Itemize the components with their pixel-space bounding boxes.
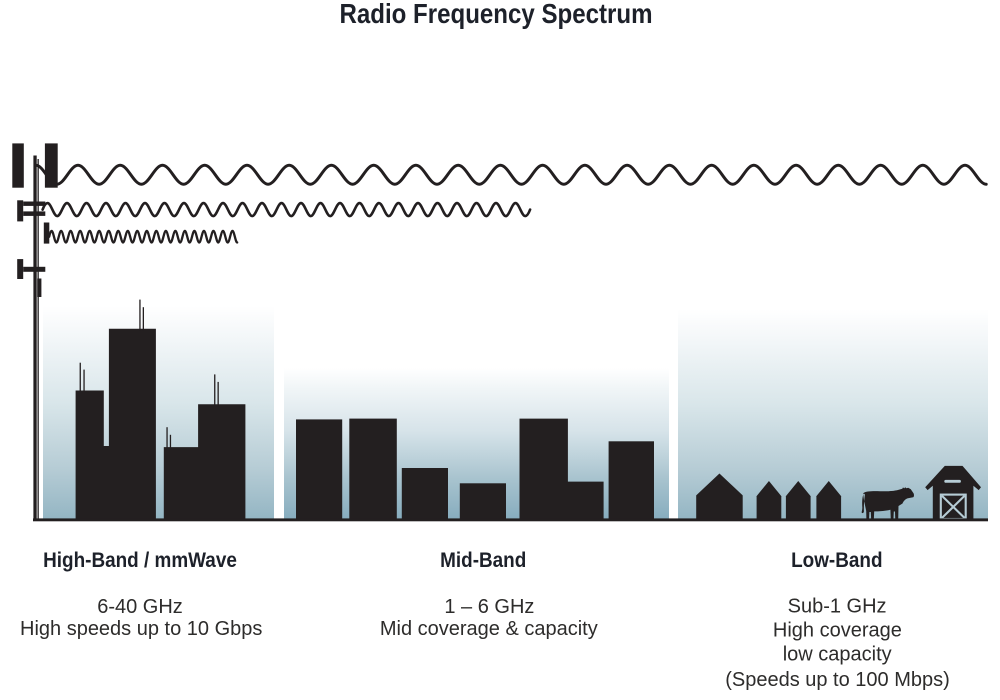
svg-text:low capacity: low capacity: [783, 644, 892, 666]
svg-text:Radio Frequency Spectrum: Radio Frequency Spectrum: [339, 0, 652, 30]
svg-text:High speeds up to 10 Gbps: High speeds up to 10 Gbps: [20, 618, 262, 640]
svg-text:Low-Band: Low-Band: [791, 549, 882, 572]
svg-text:Mid coverage & capacity: Mid coverage & capacity: [380, 618, 598, 640]
svg-text:Mid-Band: Mid-Band: [440, 549, 526, 572]
svg-text:6-40 GHz: 6-40 GHz: [97, 596, 183, 618]
svg-text:(Speeds up to 100 Mbps): (Speeds up to 100 Mbps): [725, 669, 950, 691]
svg-text:1 – 6 GHz: 1 – 6 GHz: [444, 596, 534, 618]
svg-text:High-Band / mmWave: High-Band / mmWave: [43, 549, 237, 572]
svg-text:High coverage: High coverage: [773, 619, 902, 641]
svg-text:Sub-1 GHz: Sub-1 GHz: [788, 596, 887, 618]
